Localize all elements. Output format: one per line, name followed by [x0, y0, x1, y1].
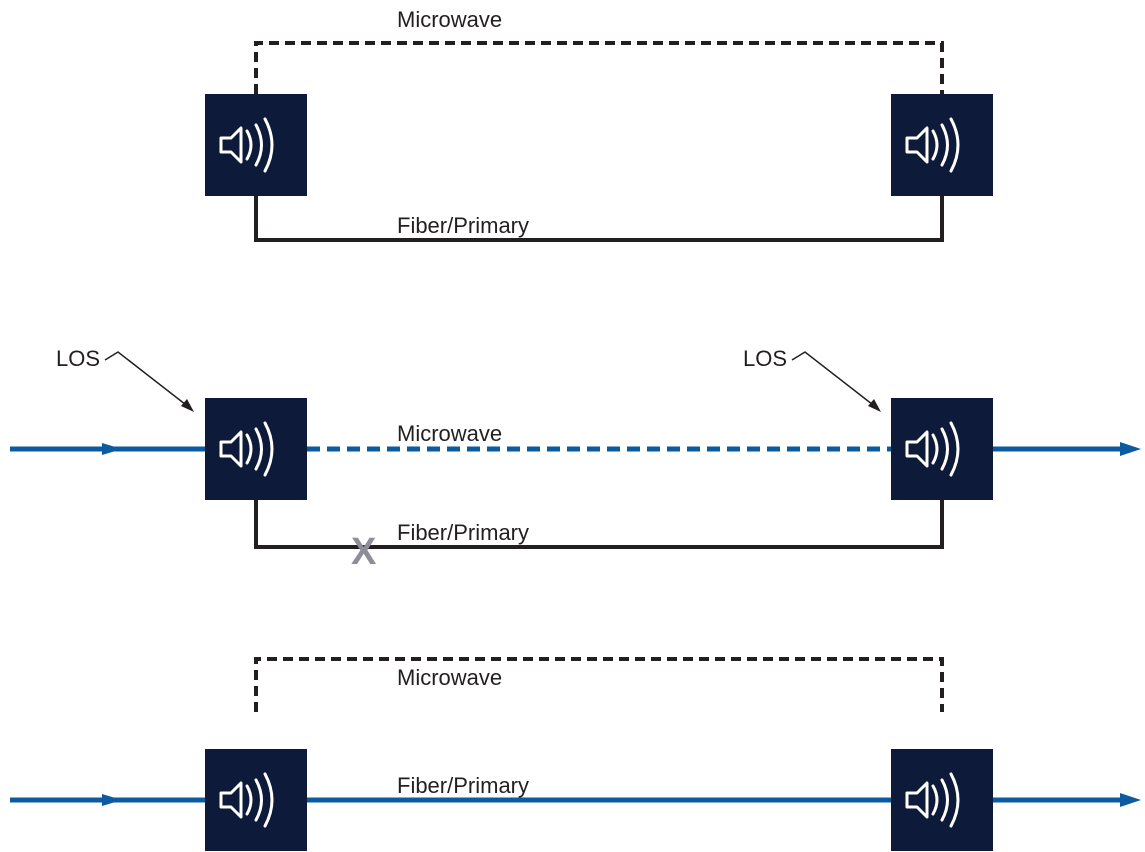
microwave-link-standby	[254, 657, 944, 712]
radio-antenna-icon-right	[889, 396, 995, 502]
fiber-link	[254, 196, 944, 242]
failure-mark: X	[351, 531, 377, 573]
traffic-in-arrow-icon	[102, 443, 122, 455]
radio-antenna-icon-right	[889, 747, 995, 852]
fiber-label: Fiber/Primary	[397, 520, 529, 545]
traffic-out-arrow-icon	[1120, 793, 1141, 807]
los-pointer-left-icon	[104, 351, 194, 412]
los-label-left: LOS	[56, 346, 100, 371]
microwave-label: Microwave	[397, 7, 502, 32]
microwave-link-standby	[254, 41, 944, 94]
radio-antenna-icon-left	[203, 92, 309, 198]
scenario-3-restored: Microwave Fiber/Primary	[10, 657, 1141, 852]
los-pointer-right-icon	[791, 351, 881, 412]
radio-antenna-icon-right	[889, 92, 995, 198]
microwave-label: Microwave	[397, 665, 502, 690]
microwave-label: Microwave	[397, 421, 502, 446]
scenario-1-normal: Microwave Fiber/Primary	[203, 7, 995, 242]
scenario-2-fiber-failure: Microwave Fiber/Primary X LOS LOS	[10, 346, 1141, 573]
fiber-label: Fiber/Primary	[397, 213, 529, 238]
traffic-out-arrow-icon	[1120, 442, 1141, 456]
traffic-in-arrow-icon	[102, 794, 122, 806]
fiber-link-failed	[254, 500, 944, 549]
radio-antenna-icon-left	[203, 396, 309, 502]
radio-antenna-icon-left	[203, 747, 309, 852]
los-label-right: LOS	[743, 346, 787, 371]
fiber-label: Fiber/Primary	[397, 773, 529, 798]
